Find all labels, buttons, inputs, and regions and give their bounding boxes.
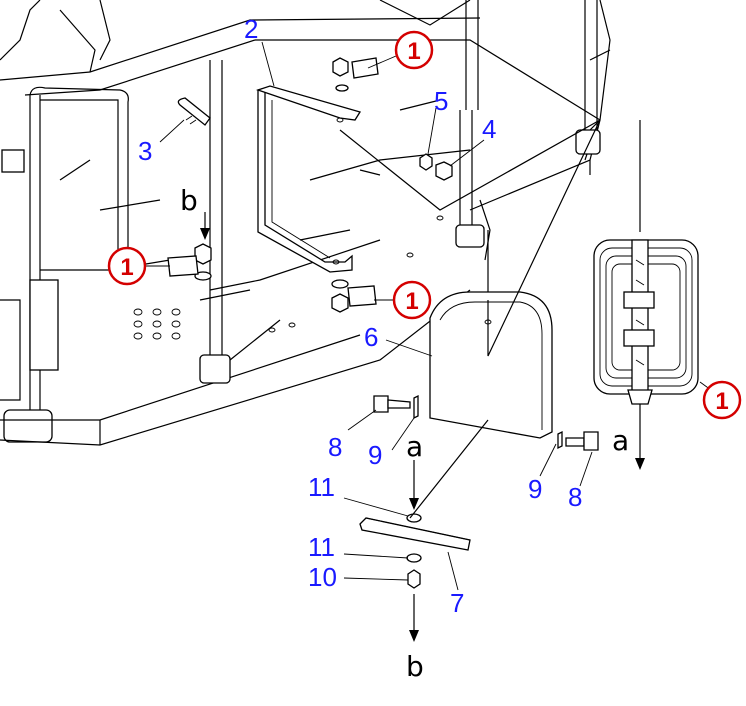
callout-2: 2 [244, 14, 258, 44]
hinge-block-upper [1, 149, 25, 173]
nut-left [194, 243, 212, 265]
ref-marker-left-middle-label: 1 [120, 254, 133, 281]
vent-holes [133, 308, 181, 340]
callout-7: 7 [450, 588, 464, 618]
bolt-8-left-head [373, 395, 389, 413]
ref-marker-mirror-label: 1 [715, 388, 728, 415]
callout-9-right: 9 [528, 474, 542, 504]
mirror-stay [631, 239, 649, 401]
mirror-bracket [255, 85, 601, 273]
arrow-letter-b-top: b [180, 184, 198, 217]
nut-5 [419, 153, 433, 171]
callout-6: 6 [364, 322, 378, 352]
mirror-clamp-lower [623, 329, 655, 347]
callout-11-top: 11 [308, 472, 335, 502]
callout-3: 3 [138, 136, 152, 166]
ref-marker-top-right: 1 [394, 30, 434, 70]
mirror-clamp-upper [623, 291, 655, 309]
callout-4: 4 [482, 114, 496, 144]
arrow-letter-a-center: a [406, 430, 423, 463]
arrow-letter-a-right: a [612, 424, 629, 457]
mirror-assembly [593, 120, 699, 405]
callout-10: 10 [308, 562, 337, 592]
arrow-letter-b-bottom: b [406, 650, 424, 683]
nut-center [331, 293, 349, 313]
ref-marker-center-right-label: 1 [405, 288, 418, 315]
callout-8-right: 8 [568, 482, 582, 512]
bolt-8-right-head [583, 431, 599, 451]
callout-9-left: 9 [368, 440, 382, 470]
hook-bracket [177, 97, 211, 126]
tag-center [347, 285, 377, 307]
ref-marker-top-right-label: 1 [407, 38, 420, 65]
washer-center [331, 279, 349, 289]
washer-top [335, 84, 349, 92]
spacer-4 [435, 161, 453, 181]
nut-top [332, 57, 349, 77]
bar-7 [359, 419, 489, 589]
hinge-plate [29, 279, 59, 371]
hardware-set [167, 57, 453, 313]
post-clamp-right [455, 224, 485, 248]
washer-9-right [557, 430, 563, 450]
bracket-left-lower [3, 409, 53, 443]
callout-11-bottom: 11 [308, 532, 335, 562]
tag-left [167, 255, 199, 277]
washer-left [194, 271, 212, 281]
nut-10 [407, 569, 421, 589]
washer-9-left [413, 394, 419, 420]
ref-marker-center-right: 1 [392, 280, 432, 320]
fasteners [373, 394, 599, 451]
washer-11-top [406, 513, 422, 523]
cover-6 [429, 119, 601, 439]
bolt-8-left-shank [387, 399, 411, 409]
ref-marker-left-middle: 1 [107, 246, 147, 286]
assembly-arrows [200, 212, 645, 642]
tag-top [351, 57, 379, 79]
post-clamp-far-right [575, 129, 601, 155]
mirror-base [627, 389, 653, 405]
bolt-8-right-shank [565, 437, 585, 447]
machine-frame [0, 0, 611, 446]
callout-5: 5 [434, 86, 448, 116]
washer-11-bottom [406, 553, 422, 563]
callout-8-left: 8 [328, 432, 342, 462]
ref-marker-mirror: 1 [702, 380, 742, 420]
post-clamp-left [199, 354, 231, 384]
